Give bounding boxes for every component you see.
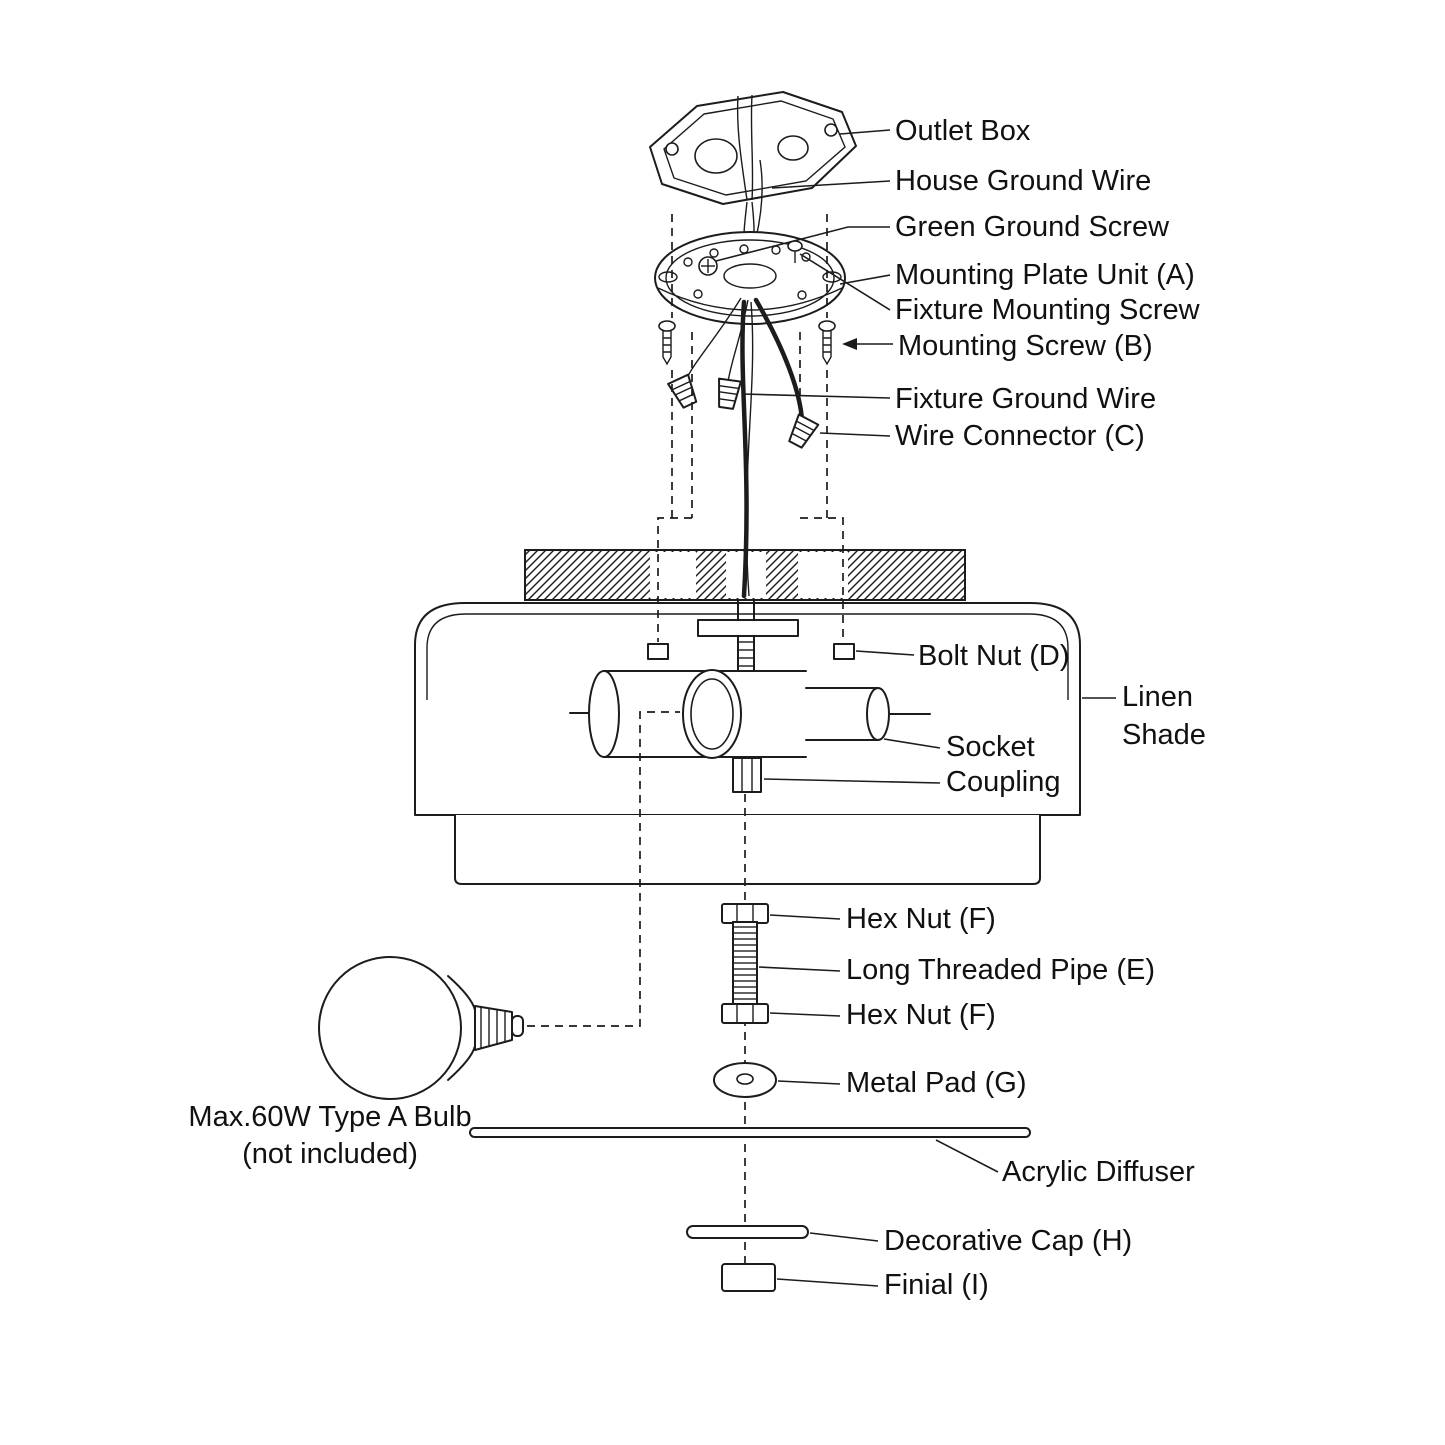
- crossbar: [697, 619, 799, 637]
- hex-nut-top: [721, 903, 769, 924]
- leader-lines: [715, 129, 1116, 1287]
- light-bulb: [318, 711, 680, 1100]
- label-mounting-plate: Mounting Plate Unit (A): [895, 259, 1195, 291]
- arrowhead: [842, 338, 857, 350]
- house-ground-wire: [755, 159, 763, 239]
- fixture-wires: [685, 297, 805, 599]
- finial: [721, 1263, 776, 1292]
- knockout-hole: [777, 135, 809, 161]
- label-bulb-note-2: (not included): [242, 1138, 418, 1170]
- label-socket: Socket: [946, 731, 1035, 763]
- bolt-nut-right: [833, 643, 855, 660]
- wire-connector-middle: [718, 377, 742, 410]
- coupling: [732, 757, 762, 793]
- knockout-hole: [694, 138, 738, 174]
- plate-center-hole: [723, 263, 777, 289]
- label-decorative-cap: Decorative Cap (H): [884, 1225, 1132, 1257]
- label-finial: Finial (I): [884, 1269, 989, 1301]
- bulb-contact-tip: [511, 1015, 524, 1037]
- green-ground-screw: [698, 256, 718, 276]
- label-mounting-screw: Mounting Screw (B): [898, 330, 1153, 362]
- label-hex-nut-bottom: Hex Nut (F): [846, 999, 996, 1031]
- acrylic-diffuser: [469, 1127, 1031, 1138]
- shade-bottom-band: [454, 815, 1041, 885]
- decorative-cap: [686, 1225, 809, 1239]
- metal-pad: [713, 1062, 777, 1098]
- mounting-plate-unit: [654, 231, 846, 325]
- wire-connector-left: [667, 373, 698, 409]
- label-hex-nut-top: Hex Nut (F): [846, 903, 996, 935]
- bulb-to-socket-guide: [527, 711, 680, 1027]
- label-long-threaded-pipe: Long Threaded Pipe (E): [846, 954, 1155, 986]
- socket-assembly: [569, 669, 931, 759]
- mounting-screw-left: [658, 320, 676, 366]
- label-acrylic-diffuser: Acrylic Diffuser: [1002, 1156, 1195, 1188]
- wire-connector-right: [788, 413, 820, 449]
- long-threaded-pipe: [732, 921, 758, 1007]
- bulb-screw-base: [474, 1005, 513, 1051]
- label-fixture-ground-wire: Fixture Ground Wire: [895, 383, 1156, 415]
- label-green-ground-screw: Green Ground Screw: [895, 211, 1170, 243]
- label-bolt-nut: Bolt Nut (D): [918, 640, 1069, 672]
- label-linen-shade-2: Shade: [1122, 719, 1206, 751]
- label-coupling: Coupling: [946, 766, 1060, 798]
- hex-nut-bottom: [721, 1003, 769, 1024]
- labels: Outlet Box House Ground Wire Green Groun…: [188, 115, 1205, 1301]
- label-bulb-note-1: Max.60W Type A Bulb: [188, 1101, 471, 1133]
- bolt-nut-left: [647, 643, 669, 660]
- label-fixture-mounting-screw: Fixture Mounting Screw: [895, 294, 1201, 326]
- label-outlet-box: Outlet Box: [895, 115, 1031, 147]
- outlet-box: [649, 91, 857, 205]
- label-linen-shade-1: Linen: [1122, 681, 1193, 713]
- mounting-screw-right: [818, 320, 836, 366]
- label-wire-connector: Wire Connector (C): [895, 420, 1145, 452]
- alignment-guides: [657, 214, 844, 642]
- label-metal-pad: Metal Pad (G): [846, 1067, 1027, 1099]
- label-house-ground-wire: House Ground Wire: [895, 165, 1151, 197]
